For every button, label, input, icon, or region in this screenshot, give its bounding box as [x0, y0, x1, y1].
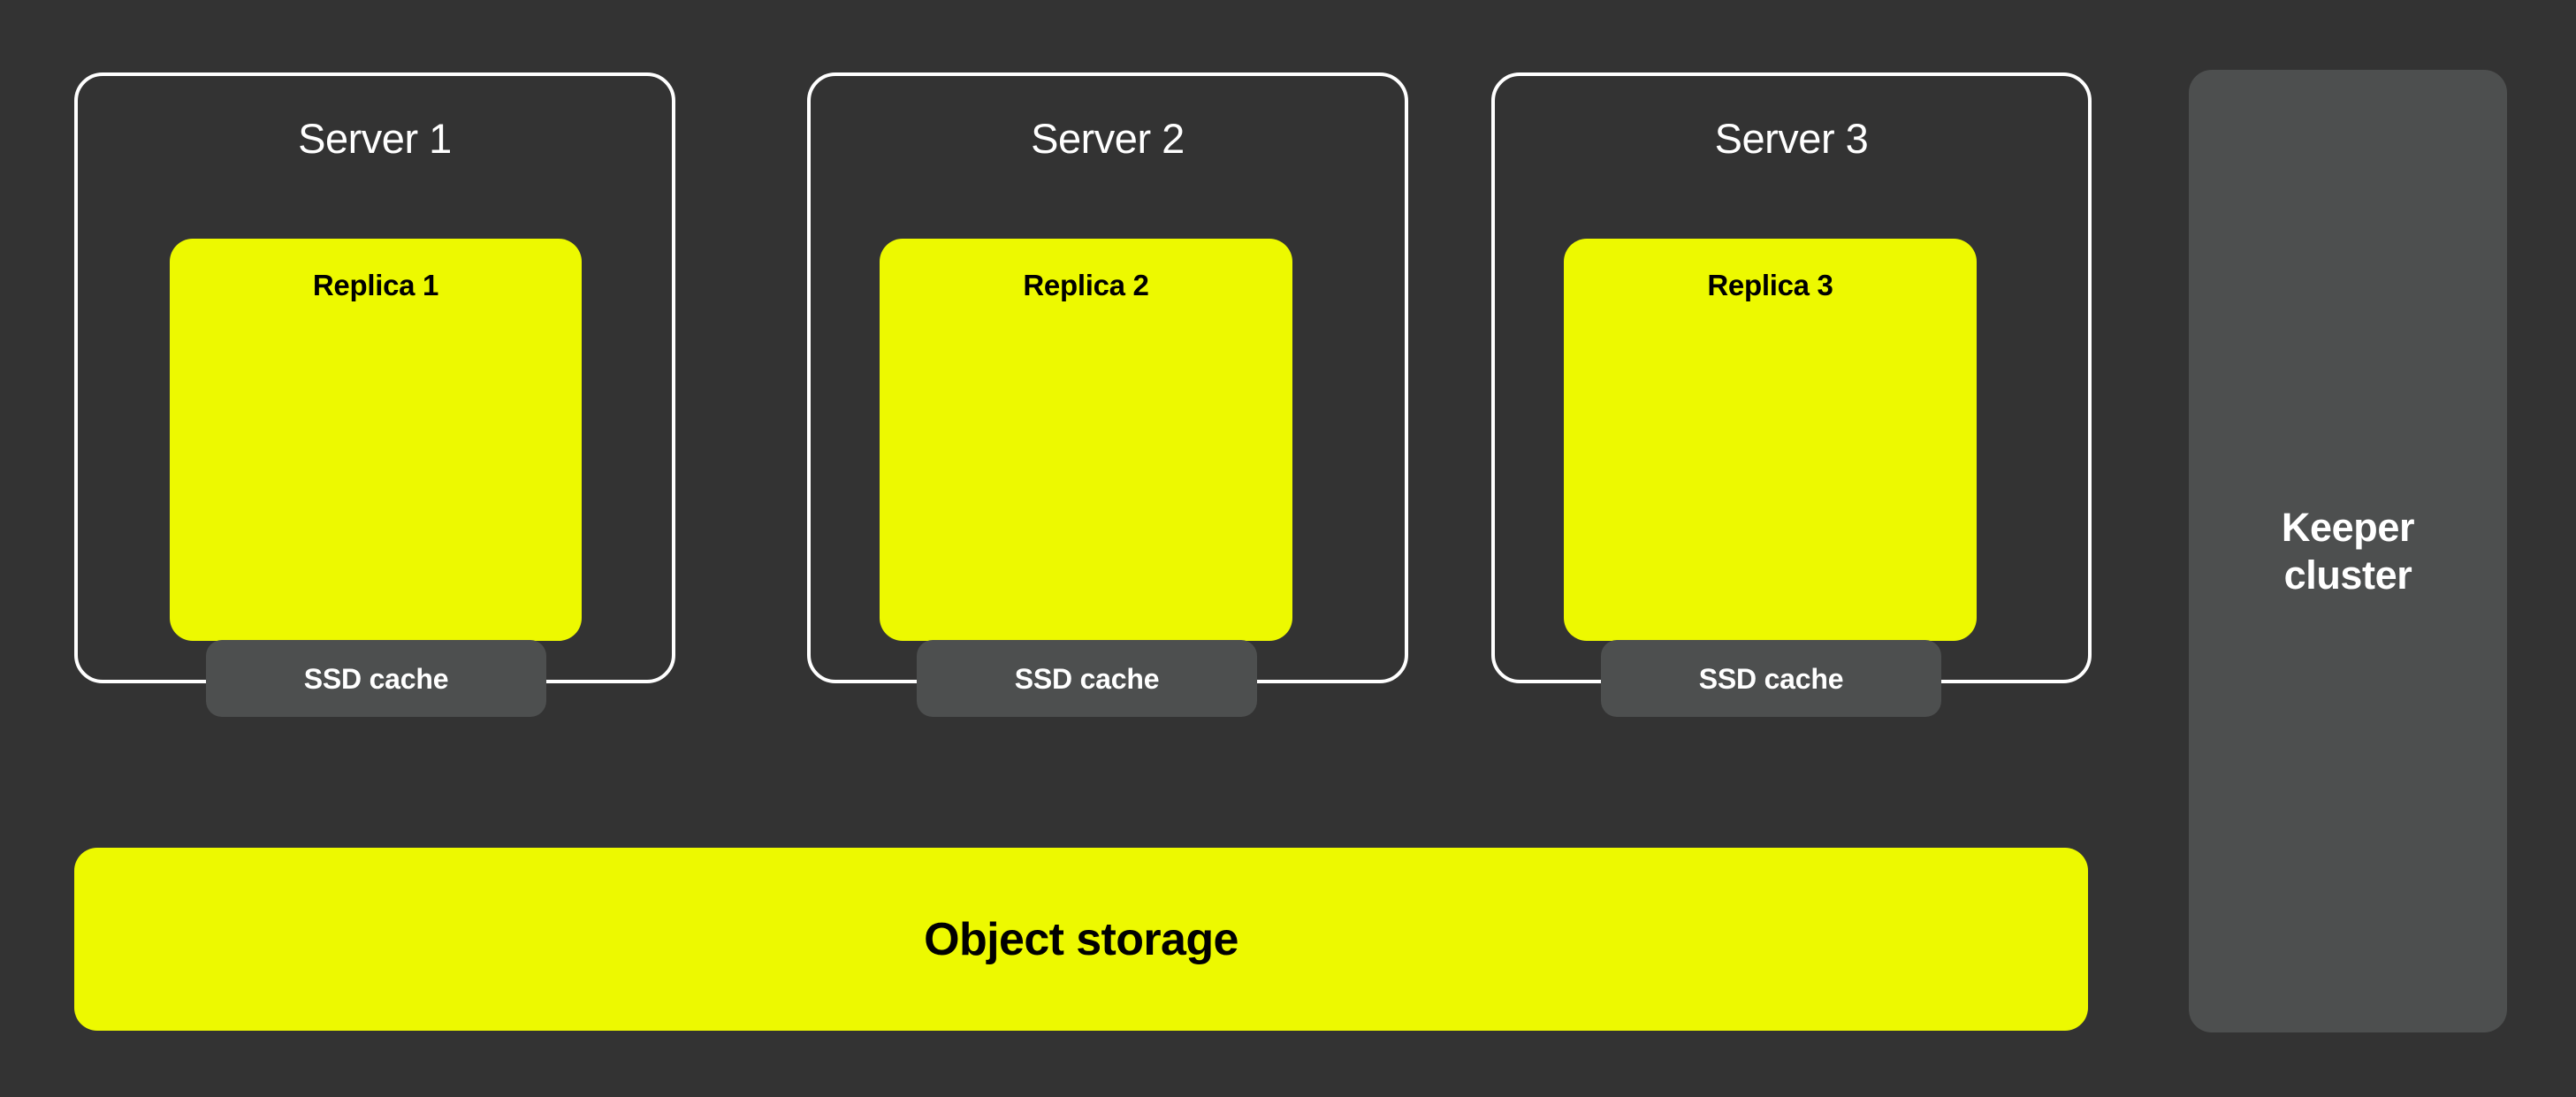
ssd-cache-label-3: SSD cache	[1698, 662, 1844, 695]
replica-label-1: Replica 1	[312, 269, 439, 301]
object-storage-label: Object storage	[924, 913, 1238, 965]
server-title-2: Server 2	[1031, 115, 1185, 162]
replica-label-3: Replica 3	[1707, 269, 1833, 301]
replica-box-2[interactable]: Replica 2	[880, 239, 1292, 641]
replica-label-2: Replica 2	[1023, 269, 1149, 301]
replica-box-1[interactable]: Replica 1	[170, 239, 582, 641]
keeper-cluster-label: Keeper cluster	[2281, 504, 2415, 598]
server-title-3: Server 3	[1714, 115, 1869, 162]
ssd-cache-label-1: SSD cache	[303, 662, 449, 695]
ssd-cache-3[interactable]: SSD cache	[1601, 640, 1941, 717]
keeper-cluster-block[interactable]: Keeper cluster	[2189, 70, 2507, 1032]
ssd-cache-2[interactable]: SSD cache	[917, 640, 1257, 717]
ssd-cache-label-2: SSD cache	[1014, 662, 1160, 695]
replica-box-3[interactable]: Replica 3	[1564, 239, 1977, 641]
server-title-1: Server 1	[298, 115, 452, 162]
object-storage-block[interactable]: Object storage	[74, 848, 2088, 1031]
ssd-cache-1[interactable]: SSD cache	[206, 640, 546, 717]
